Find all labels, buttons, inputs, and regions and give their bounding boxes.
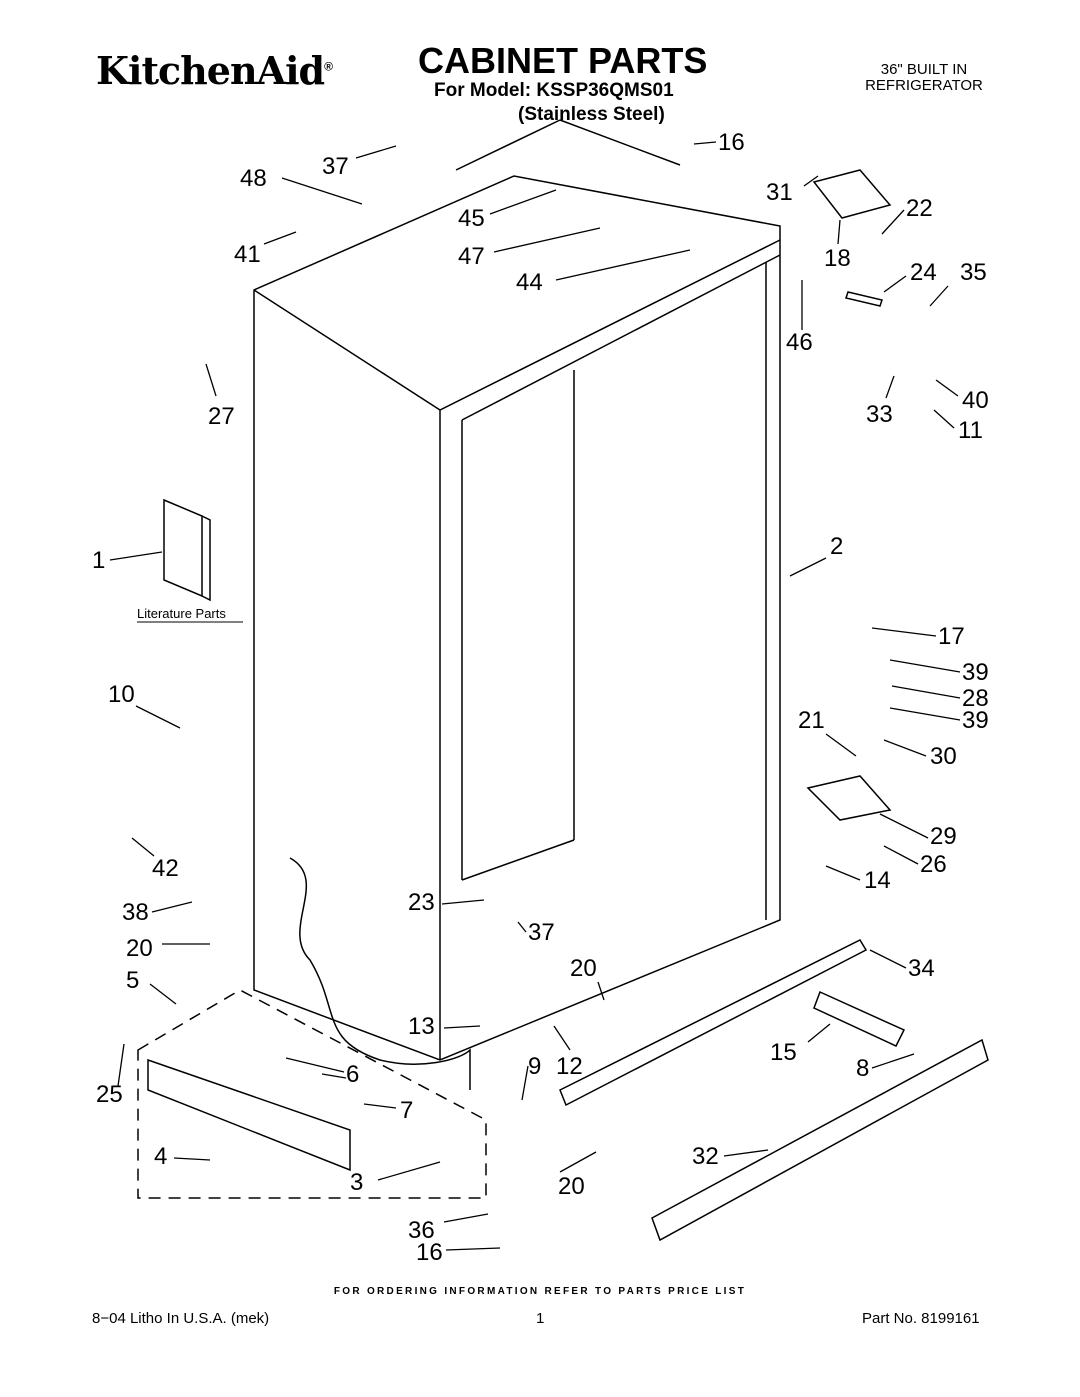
page-number: 1 xyxy=(536,1310,545,1327)
callout-29: 29 xyxy=(930,823,957,850)
literature-booklet xyxy=(163,498,211,602)
callout-31: 31 xyxy=(766,179,793,206)
callout-42: 42 xyxy=(152,855,179,882)
callout-34: 34 xyxy=(908,955,935,982)
callout-23: 23 xyxy=(408,889,435,916)
page-title: CABINET PARTS xyxy=(418,40,708,81)
callout-39b: 39 xyxy=(962,707,989,734)
base-rail xyxy=(147,1058,351,1172)
door-spring xyxy=(845,291,883,307)
product-type-line1: 36" BUILT IN xyxy=(880,61,968,78)
callout-27: 27 xyxy=(208,403,235,430)
callout-21: 21 xyxy=(798,707,825,734)
ordering-note: FOR ORDERING INFORMATION REFER TO PARTS … xyxy=(333,1286,747,1297)
callout-20b: 20 xyxy=(570,955,597,982)
cutaway-edge xyxy=(289,857,471,1090)
callout-24: 24 xyxy=(910,259,937,286)
callout-2: 2 xyxy=(830,533,843,560)
hinge-plate xyxy=(806,775,892,821)
callout-3: 3 xyxy=(350,1169,363,1196)
callout-48: 48 xyxy=(240,165,267,192)
callout-37: 37 xyxy=(322,153,349,180)
toe-grille xyxy=(559,939,868,1107)
callout-35: 35 xyxy=(960,259,987,286)
callout-13: 13 xyxy=(408,1013,435,1040)
part-number: Part No. 8199161 xyxy=(862,1310,980,1327)
callout-45: 45 xyxy=(458,205,485,232)
callout-16: 16 xyxy=(718,129,745,156)
callout-1: 1 xyxy=(92,547,105,574)
finish-label: (Stainless Steel) xyxy=(518,104,665,125)
product-type: 36" BUILT IN REFRIGERATOR xyxy=(860,62,988,94)
callout-9: 9 xyxy=(528,1053,541,1080)
callout-layer: 48 37 41 45 47 44 16 31 22 18 24 35 46 2… xyxy=(92,129,989,1266)
callout-39: 39 xyxy=(962,659,989,686)
callout-22: 22 xyxy=(906,195,933,222)
brand-name: KitchenAid xyxy=(96,48,325,93)
callout-8: 8 xyxy=(856,1055,869,1082)
callout-30: 30 xyxy=(930,743,957,770)
callout-28: 28 xyxy=(962,685,989,712)
callout-20a: 20 xyxy=(126,935,153,962)
base-assembly-outline xyxy=(137,989,487,1199)
callout-41: 41 xyxy=(234,241,261,268)
callout-7: 7 xyxy=(400,1097,413,1124)
callout-6: 6 xyxy=(346,1061,359,1088)
callout-36: 36 xyxy=(408,1217,435,1244)
literature-label: Literature Parts xyxy=(137,606,226,621)
model-number: For Model: KSSP36QMS01 xyxy=(434,80,674,101)
product-type-line2: REFRIGERATOR xyxy=(865,77,983,94)
cabinet-shell xyxy=(253,119,781,1061)
callout-14: 14 xyxy=(864,867,891,894)
callout-18: 18 xyxy=(824,245,851,272)
callout-17: 17 xyxy=(938,623,965,650)
brand-logo: KitchenAid® xyxy=(96,48,333,93)
callout-4: 4 xyxy=(154,1143,167,1170)
callout-33: 33 xyxy=(866,401,893,428)
callout-16b: 16 xyxy=(416,1239,443,1266)
callout-5: 5 xyxy=(126,967,139,994)
callout-32: 32 xyxy=(692,1143,719,1170)
callout-15: 15 xyxy=(770,1039,797,1066)
callout-37b: 37 xyxy=(528,919,555,946)
callout-11: 11 xyxy=(958,417,983,444)
callout-12: 12 xyxy=(556,1053,583,1080)
registered-mark: ® xyxy=(324,59,333,74)
callout-10: 10 xyxy=(108,681,135,708)
kickplate xyxy=(651,1038,989,1242)
callout-47: 47 xyxy=(458,243,485,270)
callout-26: 26 xyxy=(920,851,947,878)
callout-38: 38 xyxy=(122,899,149,926)
callout-44: 44 xyxy=(516,269,543,296)
leader-arrows xyxy=(109,141,961,1251)
litho-line: 8−04 Litho In U.S.A. (mek) xyxy=(92,1310,270,1327)
top-hinge-bracket xyxy=(812,169,892,219)
callout-20c: 20 xyxy=(558,1173,585,1200)
water-filter xyxy=(813,990,906,1047)
callout-40: 40 xyxy=(962,387,989,414)
callout-46: 46 xyxy=(786,329,813,356)
